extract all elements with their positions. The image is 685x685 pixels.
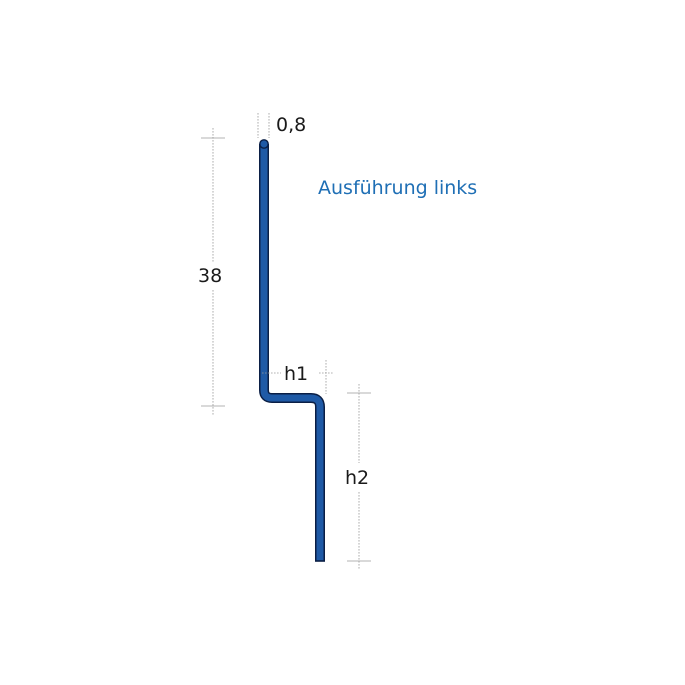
profile-top-end <box>259 139 269 149</box>
lower-height-dimension: h2 <box>343 384 377 570</box>
upper-height-label: 38 <box>198 265 222 287</box>
upper-height-dimension: 38 <box>196 128 230 416</box>
offset-label: h1 <box>284 363 308 385</box>
offset-dimension: h1 <box>262 359 334 394</box>
variant-caption: Ausführung links <box>318 177 477 199</box>
thickness-label: 0,8 <box>276 114 306 136</box>
profile-outline <box>259 144 325 561</box>
lower-height-label: h2 <box>345 467 369 489</box>
profile-section <box>259 139 325 562</box>
thickness-dimension: 0,8 <box>257 113 306 138</box>
profile-fill <box>260 144 324 561</box>
